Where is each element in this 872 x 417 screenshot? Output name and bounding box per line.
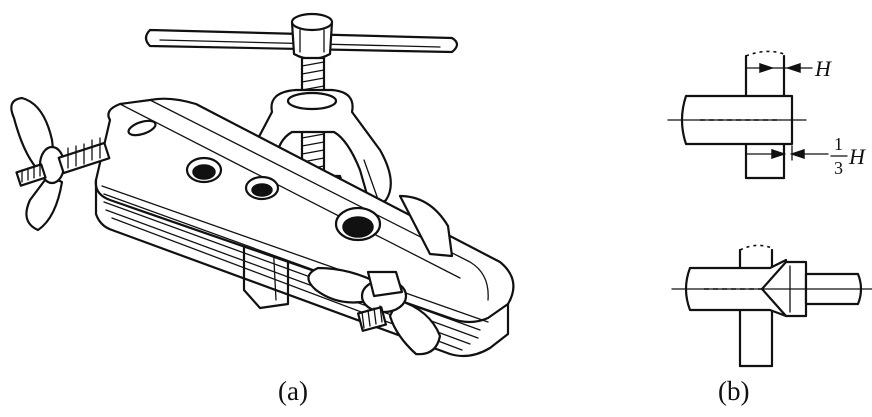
flaring-tool-illustration [10, 12, 515, 358]
third-h-symbol: H [848, 144, 866, 169]
yoke-frame [246, 88, 392, 242]
upper-detail [667, 50, 829, 180]
caption-b: (b) [718, 376, 749, 406]
h-dimension-label: H [814, 56, 832, 81]
fraction-numerator: 1 [834, 134, 843, 154]
clamp-bar [94, 97, 515, 358]
right-wing-nut [307, 266, 442, 356]
fraction-denominator: 3 [834, 158, 843, 178]
handle-knob [290, 12, 334, 61]
clamp-slot [127, 119, 157, 137]
flare-detail-diagram [667, 50, 872, 368]
clamp-holes [185, 156, 382, 242]
left-wing-nut [10, 96, 111, 232]
third-h-dimension-label: 1 3 H [830, 134, 866, 178]
lower-detail [671, 244, 872, 368]
clamp-end-lug [398, 194, 454, 258]
caption-a: (a) [278, 376, 308, 406]
